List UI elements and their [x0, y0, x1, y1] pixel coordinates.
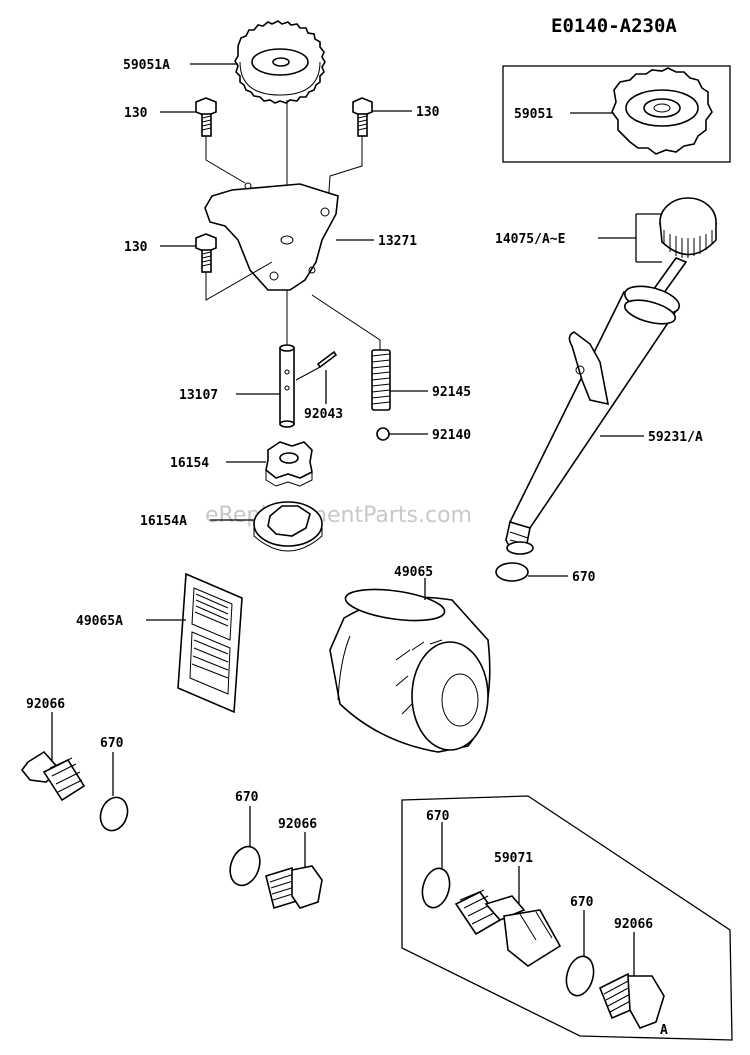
label-49065[interactable]: 49065 [394, 565, 433, 580]
label-59051[interactable]: 59051 [514, 107, 553, 122]
label-14075[interactable]: 14075/A~E [495, 232, 565, 247]
box-marker-A: A [660, 1023, 668, 1038]
bolt-130-lower[interactable] [195, 233, 217, 273]
label-16154A[interactable]: 16154A [140, 514, 187, 529]
label-92145[interactable]: 92145 [432, 385, 471, 400]
drain-fitting-59071[interactable] [454, 889, 562, 967]
label-670-middle[interactable]: 670 [235, 790, 259, 805]
bolt-130-upper-right[interactable] [352, 97, 373, 137]
label-130-upper-left[interactable]: 130 [124, 106, 148, 121]
oring-670-left[interactable] [96, 794, 132, 835]
oil-filter-49065[interactable] [329, 584, 491, 753]
label-92066-middle[interactable]: 92066 [278, 817, 317, 832]
kit-box-A [401, 795, 733, 1041]
ball-92140[interactable] [376, 427, 390, 441]
bolt-guide-ur [327, 136, 363, 207]
label-59231[interactable]: 59231/A [648, 430, 703, 445]
label-59071[interactable]: 59071 [494, 851, 533, 866]
label-49065A[interactable]: 49065A [76, 614, 123, 629]
label-670-box-right[interactable]: 670 [570, 895, 594, 910]
pin-guide [295, 365, 323, 381]
label-92043[interactable]: 92043 [304, 407, 343, 422]
plug-92066-left[interactable] [20, 750, 86, 802]
leader-14075 [598, 213, 662, 263]
label-92066-left[interactable]: 92066 [26, 697, 65, 712]
oring-670-box-left[interactable] [418, 865, 453, 910]
label-670-tube[interactable]: 670 [572, 570, 596, 585]
plate-13271[interactable] [204, 182, 339, 291]
gear-59051[interactable] [611, 67, 713, 155]
dipstick-tube-59231[interactable] [505, 281, 682, 555]
shaft-13107[interactable] [279, 344, 295, 428]
watermark: eReplacementParts.com [205, 503, 472, 528]
oring-tube-670[interactable] [495, 562, 529, 582]
bolt-guide-ul [205, 136, 246, 184]
bolt-130-upper-left[interactable] [195, 97, 217, 137]
diagram-code: E0140-A230A [551, 15, 677, 37]
spring-92145[interactable] [371, 349, 391, 411]
label-130-lower[interactable]: 130 [124, 240, 148, 255]
label-670-box-left[interactable]: 670 [426, 809, 450, 824]
inner-rotor-16154[interactable] [265, 441, 313, 487]
oring-670-box-right[interactable] [562, 953, 597, 998]
label-59051A[interactable]: 59051A [123, 58, 170, 73]
plate-spring-line [311, 294, 381, 356]
gear-59051A[interactable] [234, 20, 326, 104]
label-670-left[interactable]: 670 [100, 736, 124, 751]
screen-filter-49065A[interactable] [177, 572, 243, 714]
bolt-guide-lower [205, 261, 273, 301]
pin-92043[interactable] [316, 350, 338, 369]
outer-rotor-16154A[interactable] [253, 501, 323, 552]
label-13107[interactable]: 13107 [179, 388, 218, 403]
label-92140[interactable]: 92140 [432, 428, 471, 443]
label-16154[interactable]: 16154 [170, 456, 209, 471]
plug-92066-box[interactable] [598, 972, 665, 1029]
label-13271[interactable]: 13271 [378, 234, 417, 249]
label-92066-box[interactable]: 92066 [614, 917, 653, 932]
label-130-upper-right[interactable]: 130 [416, 105, 440, 120]
oring-670-middle[interactable] [225, 842, 265, 889]
plug-92066-middle[interactable] [265, 865, 323, 910]
alt-gear-box [502, 65, 731, 163]
